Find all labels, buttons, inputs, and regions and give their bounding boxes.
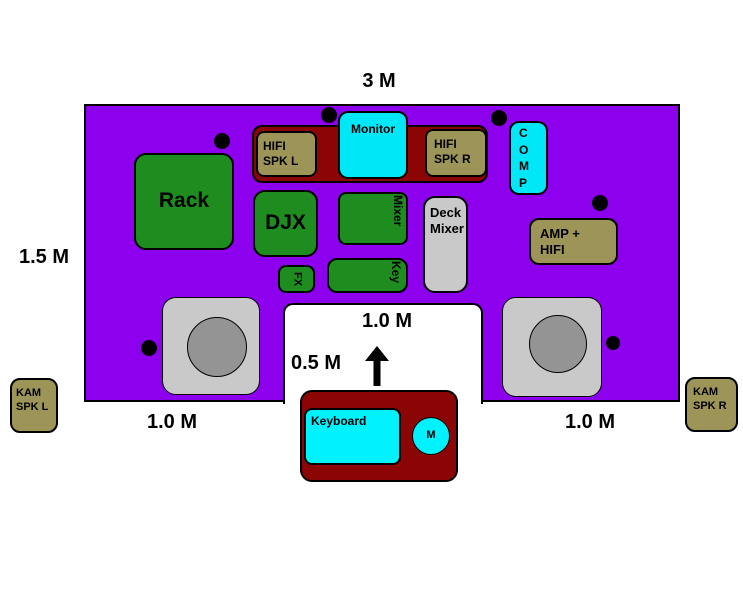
- measure-bottom-right-width: 1.0 M: [564, 411, 616, 433]
- chair-left: [162, 297, 260, 395]
- measure-left-depth: 1.5 M: [18, 246, 70, 268]
- kam-speaker-right: KAM SPK R: [685, 377, 738, 432]
- measure-bottom-left-width: 1.0 M: [146, 411, 198, 433]
- entry-arrow-icon: [365, 346, 389, 386]
- measure-notch-width: 1.0 M: [361, 310, 413, 332]
- monitor: Monitor: [338, 111, 408, 179]
- marker-dot-rack: [214, 133, 230, 149]
- deck-mixer: Deck Mixer: [423, 196, 468, 293]
- kam-speaker-left: KAM SPK L: [10, 378, 58, 433]
- keyboard: Keyboard: [304, 408, 401, 465]
- marker-dot-amp: [592, 195, 608, 211]
- fx-label: FX: [291, 271, 304, 287]
- mixer: Mixer: [338, 192, 408, 245]
- chair-right: [502, 297, 602, 397]
- keyboard-unit: Keyboard M: [300, 390, 458, 482]
- chair-left-seat: [187, 317, 247, 377]
- mixer-label: Mixer: [391, 195, 405, 227]
- fx-unit: FX: [278, 265, 315, 293]
- comp-unit: C O M P: [509, 121, 548, 195]
- marker-dot-chair-right: [606, 336, 620, 350]
- measure-notch-depth: 0.5 M: [290, 352, 342, 374]
- marker-dot-comp: [491, 110, 507, 126]
- rack: Rack: [134, 153, 234, 250]
- key-unit: Key: [327, 258, 408, 293]
- marker-dot-chair-left: [141, 340, 157, 356]
- measure-top-width: 3 M: [362, 70, 396, 92]
- mic-circle: M: [412, 417, 450, 455]
- hifi-speaker-left: HIFI SPK L: [256, 131, 317, 177]
- amp-hifi-unit: AMP + HIFI: [529, 218, 618, 265]
- chair-right-seat: [529, 315, 587, 373]
- djx-unit: DJX: [253, 190, 318, 257]
- key-label: Key: [389, 261, 403, 284]
- marker-dot-monitor: [321, 107, 337, 123]
- hifi-speaker-right: HIFI SPK R: [425, 129, 487, 177]
